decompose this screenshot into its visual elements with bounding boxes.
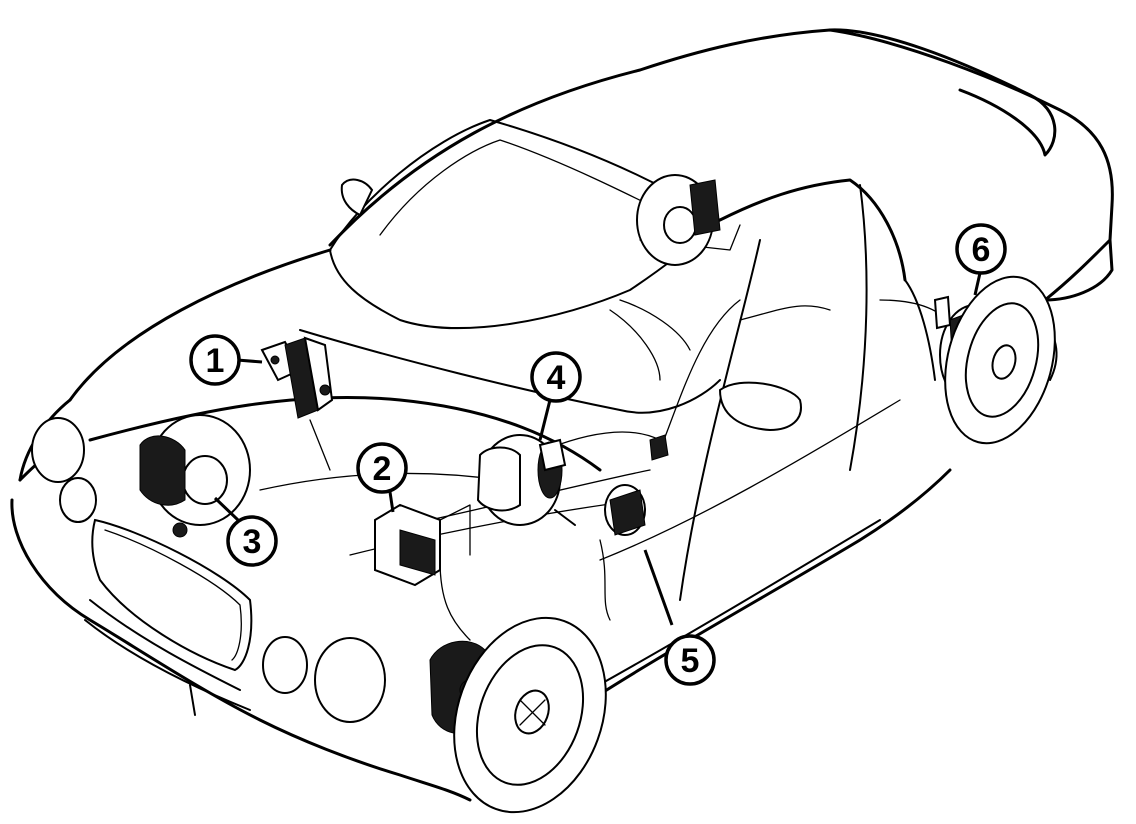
callout-label: 5 — [681, 642, 700, 680]
callout-label: 4 — [547, 359, 566, 397]
component-1-control-module — [260, 336, 334, 419]
callout-label: 6 — [972, 231, 991, 269]
callout-6: 6 — [955, 223, 1007, 275]
callout-5: 5 — [664, 634, 716, 686]
front-fascia — [31, 417, 386, 723]
rear-left-brake — [636, 174, 721, 266]
component-2-hydraulic-unit — [374, 503, 471, 587]
leader-lines — [213, 272, 982, 626]
grille — [91, 518, 253, 672]
headlight-left-outer — [31, 417, 85, 483]
component-4-brake-booster — [476, 434, 576, 526]
wheel-rear-right — [944, 275, 1056, 445]
callout-label: 3 — [243, 523, 262, 561]
brake-lines — [259, 224, 961, 641]
callout-2: 2 — [356, 442, 408, 494]
headlight-right-inner — [262, 636, 308, 694]
callout-label: 1 — [206, 342, 225, 380]
callout-label: 2 — [373, 450, 392, 488]
component-5-pedal-sensor — [604, 434, 669, 536]
callout-3: 3 — [226, 515, 278, 567]
headlight-left-inner — [59, 477, 97, 523]
callout-4: 4 — [530, 351, 582, 403]
callout-1: 1 — [189, 334, 241, 386]
wheel-front-right — [453, 616, 607, 814]
headlight-right-outer — [314, 637, 386, 723]
component-3-front-left-brake — [139, 414, 251, 538]
